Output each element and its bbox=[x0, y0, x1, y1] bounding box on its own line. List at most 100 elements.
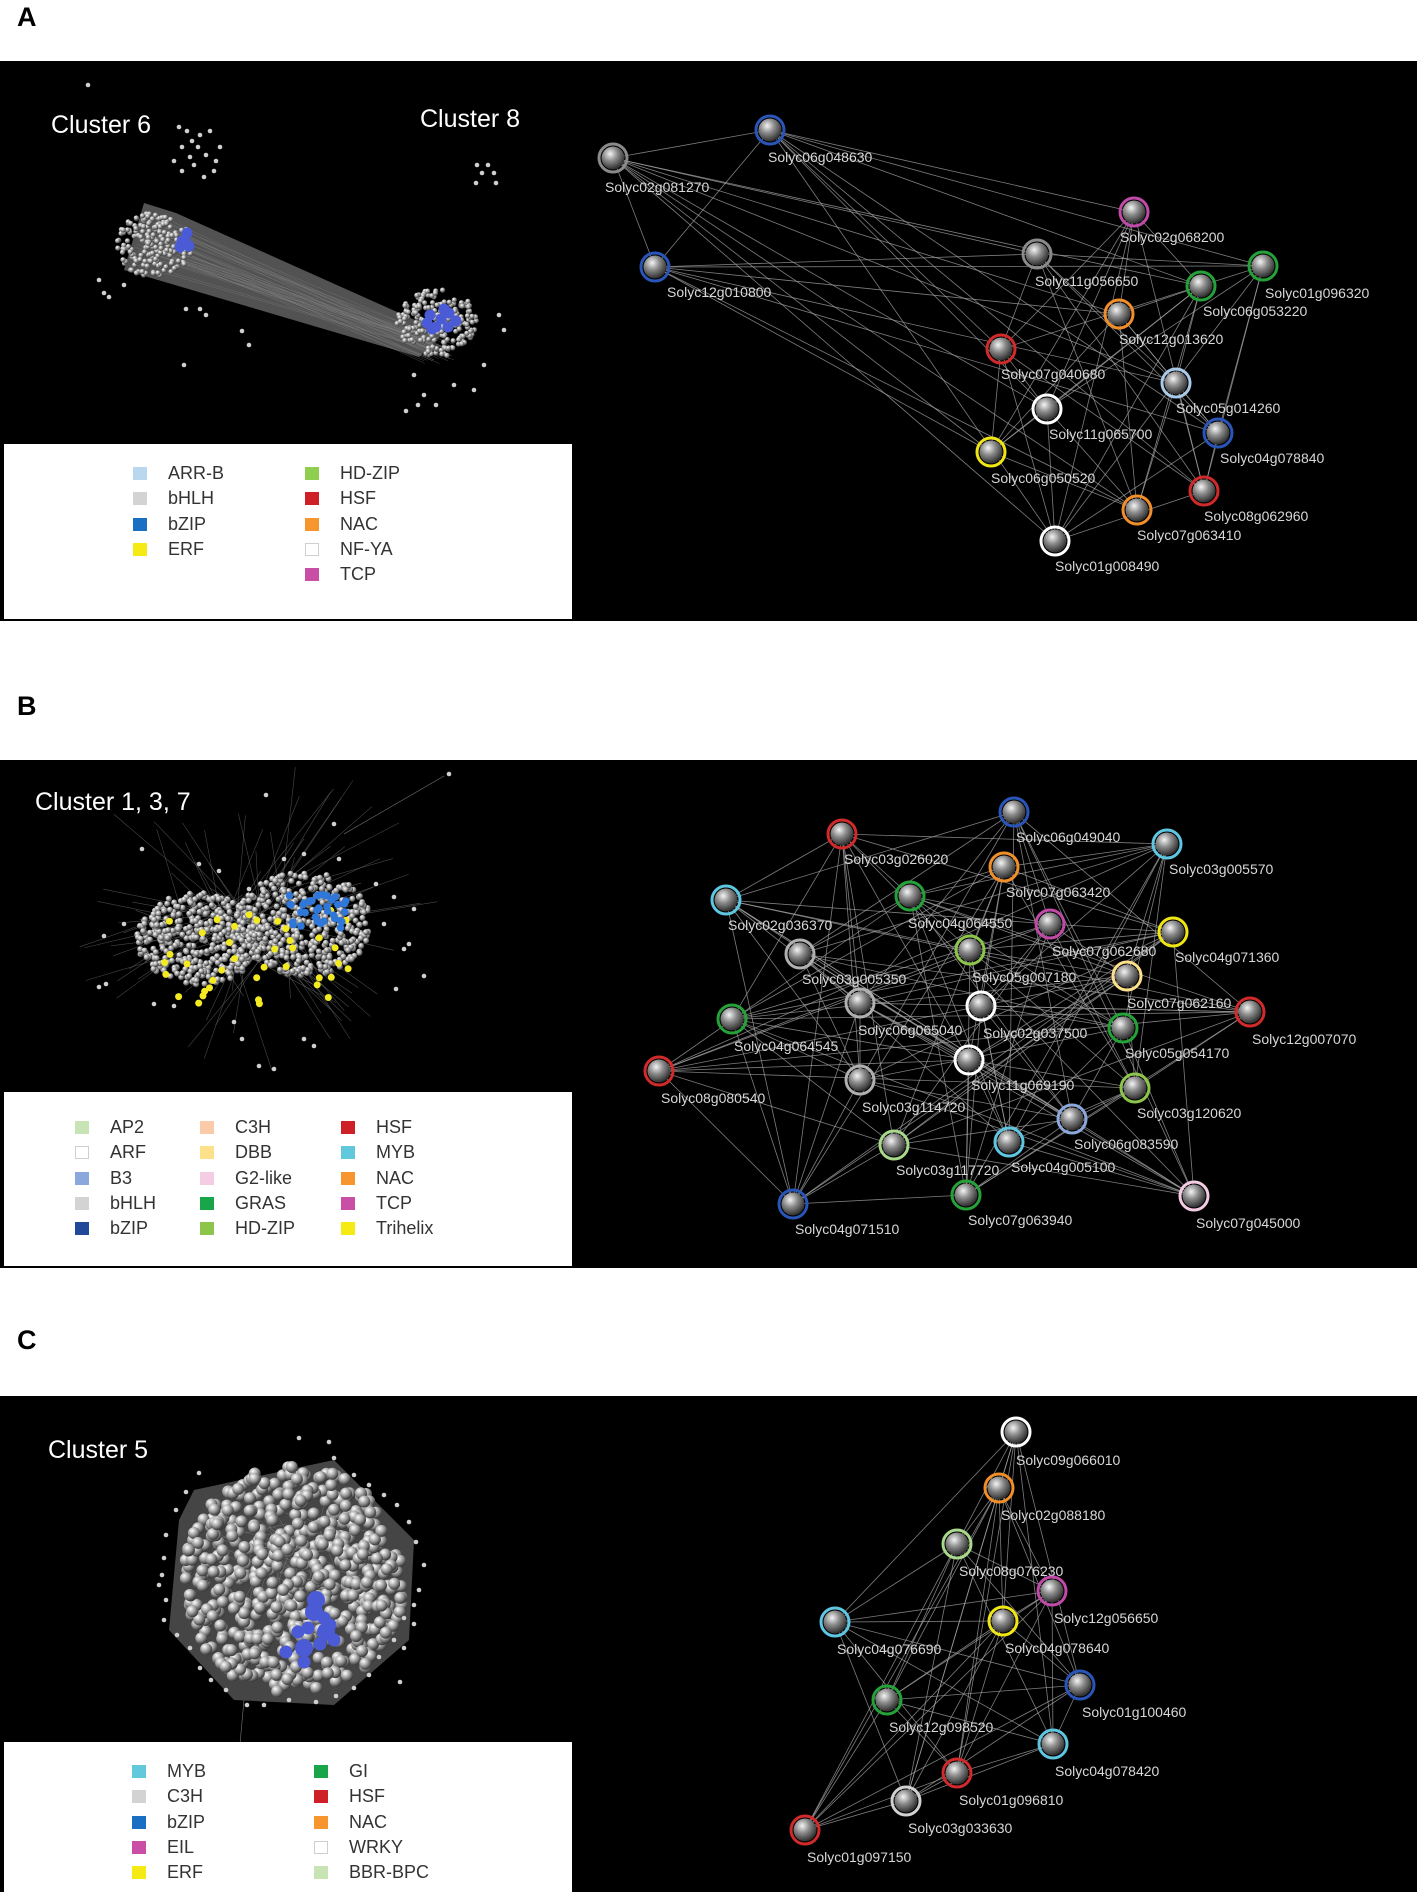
overview-node bbox=[402, 1616, 407, 1621]
overview-node bbox=[244, 1492, 256, 1504]
overview-node bbox=[442, 333, 447, 338]
overview-node bbox=[414, 320, 419, 325]
overview-node bbox=[153, 257, 158, 262]
legend-label: GI bbox=[349, 1760, 368, 1782]
overview-node bbox=[140, 928, 146, 934]
overview-node bbox=[357, 1548, 369, 1560]
gene-label: Solyc01g096320 bbox=[1265, 285, 1370, 301]
overview-node bbox=[285, 1600, 297, 1612]
overview-node bbox=[238, 905, 244, 911]
gene-node: Solyc02g081270 bbox=[599, 144, 710, 195]
overview-node bbox=[447, 300, 452, 305]
overview-node bbox=[198, 133, 203, 138]
overview-node bbox=[144, 954, 150, 960]
overview-node bbox=[192, 163, 197, 168]
overview-node bbox=[164, 1533, 169, 1538]
highlighted-node bbox=[314, 1638, 327, 1651]
overview-node bbox=[262, 936, 268, 942]
overview-node bbox=[134, 215, 139, 220]
overview-node bbox=[142, 249, 147, 254]
overview-node bbox=[251, 1633, 263, 1645]
overview-node bbox=[162, 230, 167, 235]
overview-node bbox=[338, 931, 344, 937]
overview-node bbox=[157, 229, 162, 234]
overview-node bbox=[172, 159, 177, 164]
node-sphere bbox=[715, 889, 738, 912]
overview-node bbox=[474, 181, 479, 186]
overview-node bbox=[128, 221, 133, 226]
gene-node: Solyc02g068200 bbox=[1120, 198, 1225, 245]
network-edge bbox=[1052, 1591, 1053, 1744]
node-sphere bbox=[955, 1184, 978, 1207]
node-sphere bbox=[1183, 1185, 1206, 1208]
overview-node bbox=[292, 1518, 304, 1530]
gene-node: Solyc08g076230 bbox=[943, 1530, 1064, 1579]
legend-swatch bbox=[314, 1765, 328, 1778]
highlighted-node bbox=[439, 304, 450, 315]
network-edge bbox=[613, 158, 1137, 510]
highlighted-node bbox=[286, 892, 294, 900]
overview-node bbox=[193, 957, 199, 963]
overview-node bbox=[170, 912, 176, 918]
network-edge bbox=[793, 1080, 860, 1204]
overview-node bbox=[277, 1584, 289, 1596]
overview-node bbox=[319, 1516, 331, 1528]
overview-node bbox=[340, 954, 346, 960]
overview-node bbox=[120, 250, 125, 255]
overview-node bbox=[193, 934, 199, 940]
gene-label: Solyc02g037500 bbox=[983, 1025, 1088, 1041]
overview-node bbox=[358, 943, 364, 949]
overview-node bbox=[165, 927, 171, 933]
overview-node bbox=[134, 270, 139, 275]
legend-label: NF-YA bbox=[340, 538, 393, 560]
node-sphere bbox=[789, 943, 812, 966]
overview-node bbox=[237, 1555, 249, 1567]
overview-node bbox=[356, 1645, 368, 1657]
overview-node bbox=[282, 857, 287, 862]
highlighted-node bbox=[335, 960, 342, 967]
overview-node bbox=[153, 932, 159, 938]
overview-node bbox=[352, 1473, 357, 1478]
overview-node bbox=[358, 1496, 370, 1508]
highlighted-node bbox=[209, 977, 216, 984]
overview-node bbox=[169, 233, 174, 238]
overview-node bbox=[102, 291, 107, 296]
overview-node bbox=[273, 892, 279, 898]
legend-label: WRKY bbox=[349, 1836, 403, 1858]
overview-node bbox=[394, 987, 399, 992]
overview-node bbox=[157, 1583, 162, 1588]
overview-node bbox=[337, 857, 342, 862]
overview-node bbox=[205, 1553, 217, 1565]
network-edge bbox=[655, 254, 1037, 267]
overview-node bbox=[422, 300, 427, 305]
highlighted-node bbox=[308, 897, 316, 905]
highlighted-node bbox=[253, 917, 260, 924]
overview-node bbox=[185, 129, 190, 134]
overview-node bbox=[271, 1601, 283, 1613]
highlighted-node bbox=[280, 1646, 293, 1659]
legend-swatch bbox=[341, 1222, 355, 1235]
overview-node bbox=[235, 1515, 247, 1527]
overview-node bbox=[142, 948, 148, 954]
legend-label: DBB bbox=[235, 1141, 272, 1163]
overview-node bbox=[324, 1578, 336, 1590]
overview-node bbox=[169, 261, 174, 266]
overview-node bbox=[402, 316, 407, 321]
gene-label: Solyc02g036370 bbox=[728, 917, 833, 933]
gene-node: Solyc08g062960 bbox=[1190, 477, 1309, 524]
overview-node bbox=[330, 938, 336, 944]
overview-node bbox=[141, 224, 146, 229]
overview-node bbox=[166, 238, 171, 243]
overview-node bbox=[413, 310, 418, 315]
highlighted-node bbox=[314, 981, 321, 988]
overview-node bbox=[216, 896, 222, 902]
overview-node bbox=[153, 224, 158, 229]
overview-node bbox=[238, 1607, 250, 1619]
overview-node bbox=[470, 320, 475, 325]
legend-swatch bbox=[341, 1197, 355, 1210]
overview-node bbox=[327, 1440, 332, 1445]
overview-node bbox=[452, 297, 457, 302]
gene-label: Solyc01g096810 bbox=[959, 1792, 1064, 1808]
overview-node bbox=[407, 1520, 412, 1525]
overview-node bbox=[196, 1565, 208, 1577]
